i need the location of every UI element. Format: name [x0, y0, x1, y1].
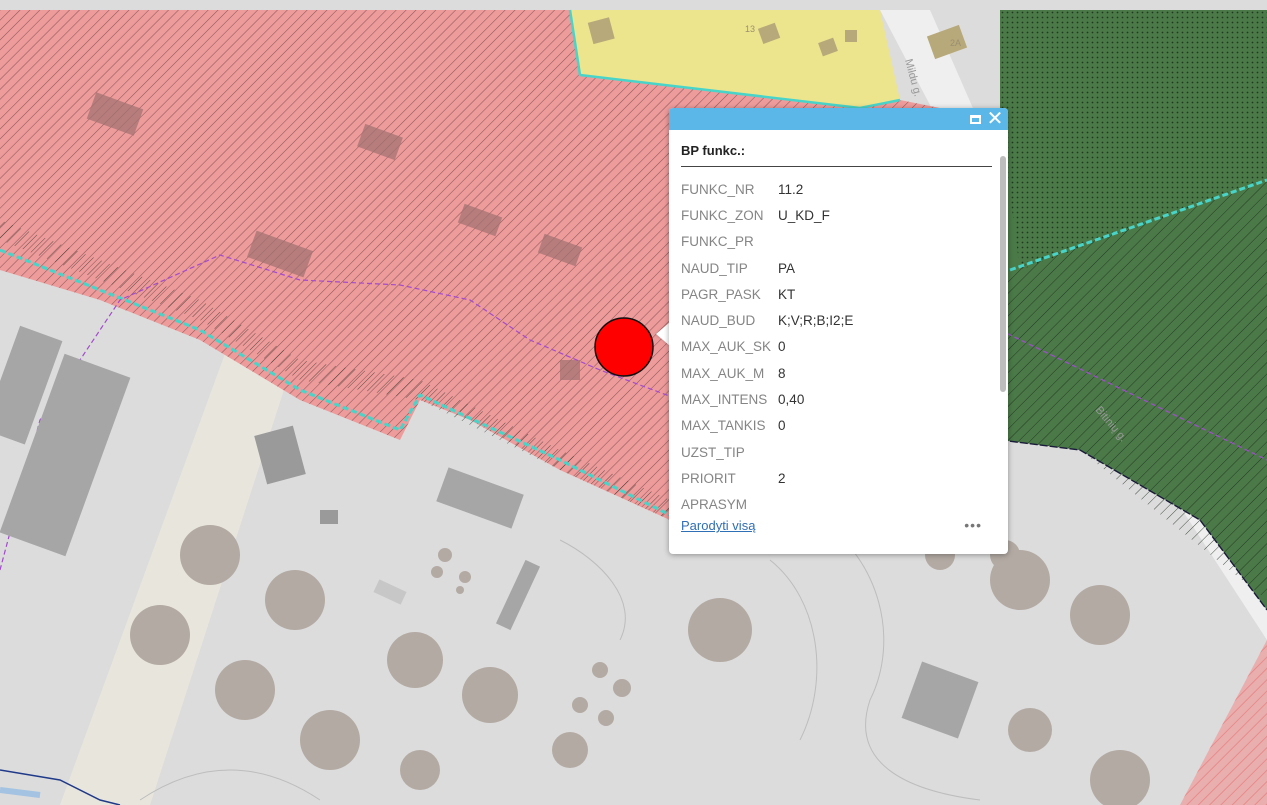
close-icon: ✕ [986, 108, 1004, 130]
tank [180, 525, 240, 585]
attribute-value [778, 439, 853, 465]
popup-footer: Parodyti visą ••• [681, 517, 994, 542]
attribute-value: 11.2 [778, 181, 804, 197]
house-number: 13 [745, 24, 755, 34]
attribute-key: MAX_AUK_M [681, 365, 765, 381]
attribute-row: MAX_TANKIS 0 [681, 413, 853, 439]
attribute-row: FUNKC_NR 11.2 [681, 176, 853, 202]
attribute-value: 0,40 [778, 392, 805, 408]
border-hatch [0, 220, 670, 520]
attribute-row: MAX_INTENS 0,40 [681, 386, 853, 412]
attribute-value: KT [778, 286, 796, 302]
attribute-row: NAUD_BUD K;V;R;B;I2;E [681, 307, 853, 333]
more-options-button[interactable]: ••• [964, 517, 982, 533]
attribute-row: FUNKC_PR [681, 229, 853, 255]
attribute-value: PA [778, 260, 796, 276]
attribute-key: UZST_TIP [681, 444, 745, 460]
attribute-value: 0 [778, 339, 786, 355]
popup-header: ✕ [669, 108, 1008, 130]
forest-dots [1000, 10, 1267, 270]
attribute-key: FUNKC_PR [681, 234, 754, 250]
attribute-row: UZST_TIP [681, 439, 853, 465]
attribute-key: PAGR_PASK [681, 286, 761, 302]
attribute-row: MAX_AUK_M 8 [681, 360, 853, 386]
attribute-row: PRIORIT 2 [681, 465, 853, 491]
attribute-key: NAUD_TIP [681, 260, 748, 276]
attribute-row: NAUD_TIP PA [681, 255, 853, 281]
house-number: 2A [950, 38, 961, 48]
attribute-row: FUNKC_ZON U_KD_F [681, 202, 853, 228]
zone-border [0, 248, 671, 517]
popup-title: BP funkc.: [681, 130, 992, 167]
attribute-key: MAX_INTENS [681, 392, 768, 408]
light-strip [60, 340, 300, 805]
attribute-key: MAX_TANKIS [681, 418, 766, 434]
show-all-link[interactable]: Parodyti visą [681, 518, 756, 533]
attribute-value: U_KD_F [778, 207, 830, 223]
attribute-row: PAGR_PASK KT [681, 281, 853, 307]
attribute-key: NAUD_BUD [681, 313, 756, 329]
maximize-icon [969, 114, 981, 124]
attribute-value: 0 [778, 418, 786, 434]
attribute-value: K;V;R;B;I2;E [778, 313, 854, 329]
attribute-row: MAX_AUK_SK 0 [681, 334, 853, 360]
attribute-row: APRASYM [681, 492, 853, 518]
attribute-key: MAX_AUK_SK [681, 339, 772, 355]
attribute-key: FUNKC_NR [681, 181, 755, 197]
popup-scrollbar[interactable] [1000, 156, 1006, 392]
attribute-value [778, 492, 853, 518]
maximize-button[interactable] [966, 110, 984, 128]
close-button[interactable]: ✕ [986, 108, 1004, 130]
location-marker[interactable] [594, 317, 654, 377]
attribute-key: PRIORIT [681, 470, 736, 486]
attribute-value: 2 [778, 470, 786, 486]
popup-pointer [656, 322, 670, 346]
attribute-value: 8 [778, 365, 786, 381]
attribute-key: FUNKC_ZON [681, 207, 764, 223]
attribute-key: APRASYM [681, 497, 748, 513]
attribute-value [778, 229, 853, 255]
